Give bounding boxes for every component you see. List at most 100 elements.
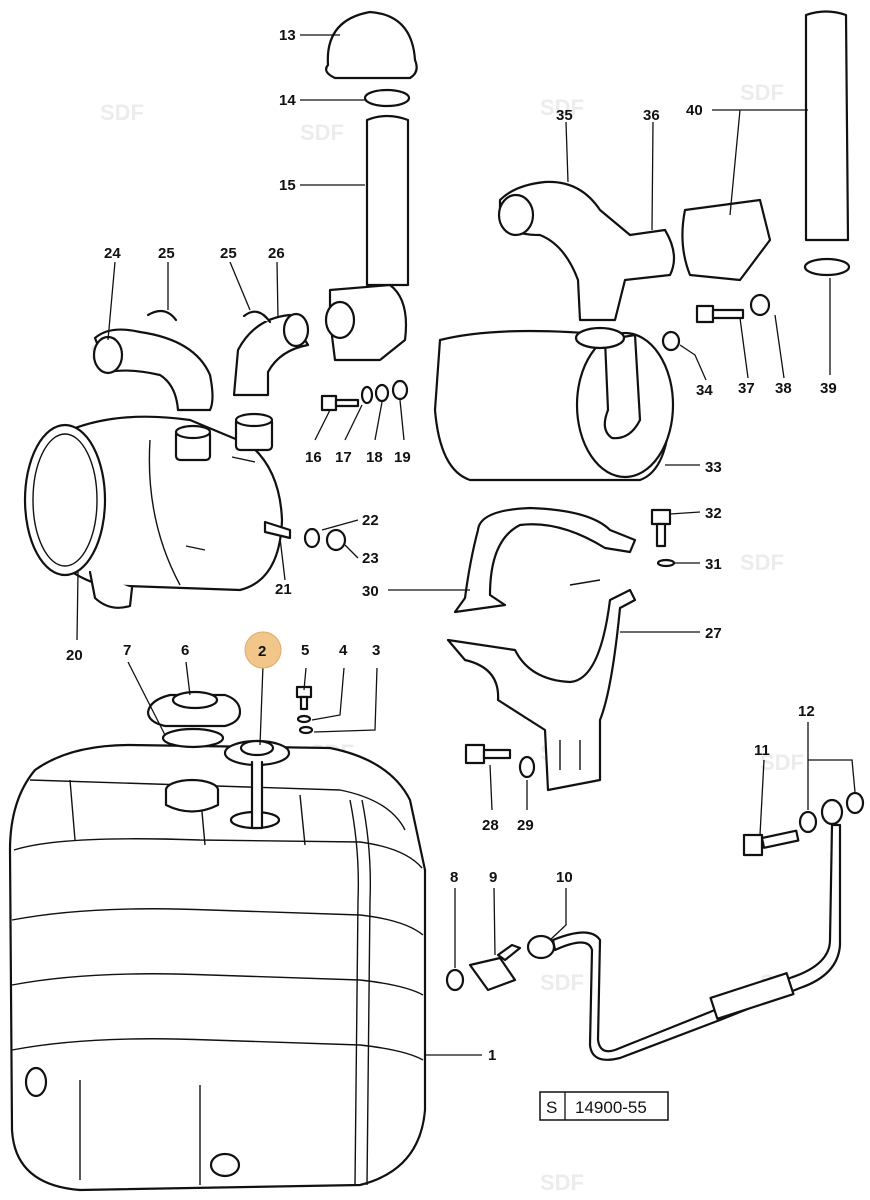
- watermark: SDF: [540, 95, 584, 120]
- callout-8: 8: [450, 869, 458, 886]
- muffler-bracket-27: [446, 588, 637, 792]
- callout-20: 20: [66, 647, 83, 664]
- washer-22: [303, 527, 321, 549]
- hose-clamp-25a: [146, 309, 178, 322]
- callout-36: 36: [643, 107, 660, 124]
- sealing-washer-12b: [845, 791, 865, 815]
- fuel-filter-inline: [709, 972, 795, 1020]
- watermark: SDF: [740, 550, 784, 575]
- hose-26-end: [282, 312, 310, 348]
- reference-box: [539, 1091, 669, 1121]
- watermark: SDF: [540, 970, 584, 995]
- bolt-28: [464, 743, 512, 765]
- fuel-tap-9: [468, 943, 522, 992]
- hose-24-end: [92, 335, 124, 375]
- exhaust-elbow-35: [498, 180, 676, 322]
- exhaust-elbow-opening: [497, 193, 535, 237]
- callout-2: 2: [258, 643, 266, 660]
- nut-23: [325, 528, 347, 552]
- intake-pipe: [365, 114, 410, 287]
- callout-9: 9: [489, 869, 497, 886]
- callout-35: 35: [556, 107, 573, 124]
- callout-24: 24: [104, 245, 121, 262]
- fuel-gauge-sender: [223, 739, 291, 830]
- callout-17: 17: [335, 449, 352, 466]
- banjo-fitting: [820, 798, 844, 826]
- watermark: SDF: [300, 120, 344, 145]
- watermark: SDF: [760, 750, 804, 775]
- hose-clamp-14: [363, 88, 411, 108]
- bolt-37: [695, 304, 745, 324]
- callout-14: 14: [279, 92, 296, 109]
- callout-39: 39: [820, 380, 837, 397]
- callout-4: 4: [339, 642, 348, 659]
- callout-40: 40: [686, 102, 703, 119]
- highlight-marker: [244, 631, 282, 669]
- fuel-line-pipe: [551, 823, 842, 1061]
- bolt-32: [650, 508, 672, 548]
- callout-6: 6: [181, 642, 189, 659]
- fuel-tank: [8, 743, 427, 1192]
- nut-38: [749, 293, 771, 317]
- washer-17: [360, 385, 374, 405]
- muffler-clamp-30: [453, 506, 637, 614]
- callout-30: 30: [362, 583, 379, 600]
- reference-prefix: S: [546, 1098, 557, 1117]
- callout-27: 27: [705, 625, 722, 642]
- washer-29: [518, 755, 536, 779]
- cap-gasket: [161, 727, 225, 749]
- tank-cap: [146, 690, 242, 728]
- callout-38: 38: [775, 380, 792, 397]
- watermark: SDF: [540, 1170, 584, 1195]
- tailpipe-clamp-39: [803, 257, 851, 277]
- heat-shield-40: [681, 198, 772, 282]
- screw-5: [295, 685, 313, 711]
- washer-3: [298, 725, 314, 735]
- callout-5: 5: [301, 642, 309, 659]
- leader-lines: [76, 34, 856, 1056]
- callout-12: 12: [798, 703, 815, 720]
- callout-32: 32: [705, 505, 722, 522]
- callout-16: 16: [305, 449, 322, 466]
- callout-3: 3: [372, 642, 380, 659]
- washer-8: [445, 968, 465, 992]
- washer-31: [656, 558, 676, 568]
- callout-22: 22: [362, 512, 379, 529]
- callout-25a: 25: [158, 245, 175, 262]
- callout-13: 13: [279, 27, 296, 44]
- nut-34: [661, 330, 681, 352]
- callout-31: 31: [705, 556, 722, 573]
- callout-15: 15: [279, 177, 296, 194]
- callout-33: 33: [705, 459, 722, 476]
- hose-clamp-25b: [242, 310, 272, 324]
- watermark: SDF: [100, 100, 144, 125]
- air-cleaner: [23, 412, 292, 609]
- callout-28: 28: [482, 817, 499, 834]
- callout-34: 34: [696, 382, 713, 399]
- sealing-washer-12a: [798, 810, 818, 834]
- banjo-bolt-11: [742, 829, 800, 857]
- callout-19: 19: [394, 449, 411, 466]
- callout-21: 21: [275, 581, 292, 598]
- intake-bracket: [328, 283, 408, 362]
- tailpipe: [804, 10, 850, 242]
- watermark: SDF: [740, 80, 784, 105]
- bolt-16: [320, 394, 360, 412]
- callout-7: 7: [123, 642, 131, 659]
- reference-number: 14900-55: [575, 1098, 647, 1117]
- nut-19: [391, 379, 409, 401]
- callout-18: 18: [366, 449, 383, 466]
- callout-37: 37: [738, 380, 755, 397]
- callout-numbers: 13 14 15 24 25 25 26 16 17 18 19 22 23 2…: [66, 27, 837, 1064]
- hose-24: [93, 328, 214, 412]
- callout-1: 1: [488, 1047, 496, 1064]
- callout-11: 11: [754, 742, 770, 759]
- reference-code: S 14900-55: [539, 1091, 669, 1121]
- muffler: [433, 326, 675, 482]
- callout-10: 10: [556, 869, 573, 886]
- washer-18: [374, 383, 390, 403]
- callout-26: 26: [268, 245, 285, 262]
- bracket-hole: [324, 300, 356, 340]
- washer-4: [296, 714, 312, 724]
- pre-cleaner-cap: [325, 10, 418, 80]
